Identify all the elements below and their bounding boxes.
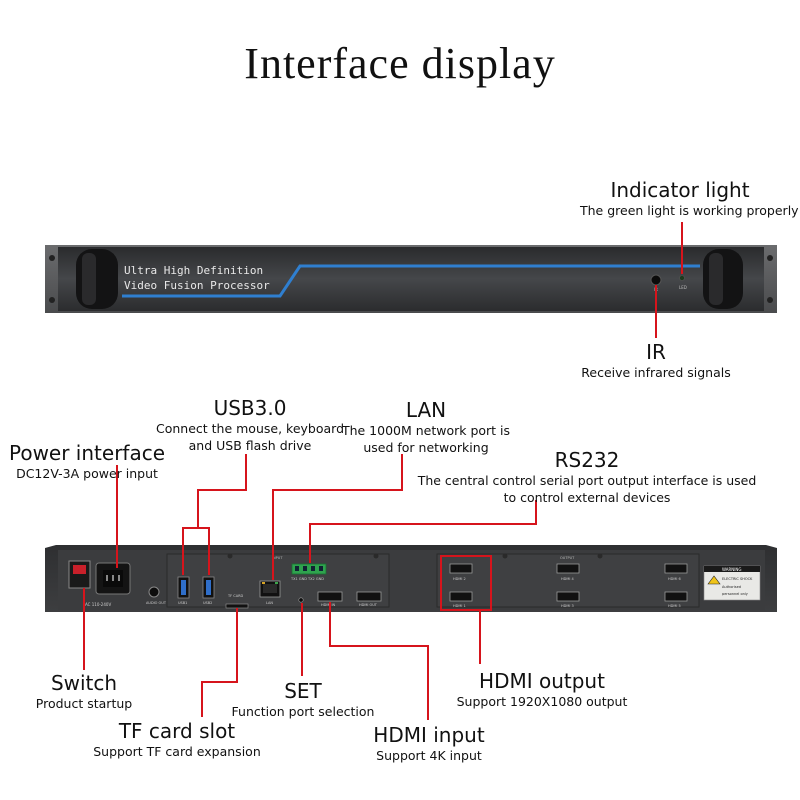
callout-desc: Product startup <box>35 696 133 711</box>
warning-line3: personnel only <box>722 592 748 596</box>
callout-lan: LAN The 1000M network port is used for n… <box>316 398 536 456</box>
callout-desc: DC12V-3A power input <box>16 466 158 481</box>
page-title: Interface display <box>244 39 556 88</box>
warning-line2: Authorised <box>722 585 741 589</box>
rs232-pin-labels: TX1 GND TX2 GND <box>290 577 324 581</box>
handle-highlight <box>709 253 723 305</box>
warning-title: WARNING <box>722 567 742 572</box>
out-port-label: HDMI 5 <box>668 604 681 608</box>
callout-desc: Support 4K input <box>376 748 482 763</box>
callout-title: HDMI output <box>479 669 605 693</box>
voltage-label: AC 110-240V <box>85 602 111 607</box>
handle-highlight <box>82 253 96 305</box>
callout-title: Indicator light <box>610 178 750 202</box>
hdmi-out-port-5 <box>664 591 688 602</box>
callout-hdmi-output: HDMI output Support 1920X1080 output <box>440 669 644 710</box>
callout-desc: Function port selection <box>231 704 375 719</box>
front-panel: Ultra High Definition Video Fusion Proce… <box>45 245 777 313</box>
callout-indicator-light: Indicator light The green light is worki… <box>580 178 799 219</box>
set-button <box>298 597 304 603</box>
rs232-leader <box>309 500 537 563</box>
callout-title: IR <box>646 340 666 364</box>
out-port-label: HDMI 3 <box>561 604 574 608</box>
front-text-line1: Ultra High Definition <box>124 264 263 277</box>
callout-title: SET <box>284 679 322 703</box>
callout-desc: Support 1920X1080 output <box>456 694 628 709</box>
rack-hole <box>767 255 773 261</box>
usb-leader-left <box>182 454 247 575</box>
audio-label: AUDIO OUT <box>146 601 167 605</box>
out-port-label: HDMI 2 <box>453 577 466 581</box>
hdmi-out-port-4 <box>556 563 580 574</box>
callout-desc: to control external devices <box>503 490 671 505</box>
front-text-line2: Video Fusion Processor <box>124 279 270 292</box>
hdmi-output-highlight <box>440 555 492 611</box>
hdmi-in-label: HDMI IN <box>321 603 336 607</box>
hdmi-input-leader <box>329 602 429 720</box>
callout-desc: Receive infrared signals <box>581 365 731 380</box>
callout-desc: used for networking <box>363 440 489 455</box>
callout-desc: and USB flash drive <box>188 438 312 453</box>
callout-power: Power interface DC12V-3A power input <box>4 441 170 482</box>
usb1-label: USB1 <box>178 601 187 605</box>
lan-label: LAN <box>266 601 273 605</box>
leader-lines <box>83 222 683 720</box>
callout-desc: Support TF card expansion <box>93 744 261 759</box>
tf-leader <box>201 608 238 717</box>
lan-leader <box>272 454 403 580</box>
warning-line1: ELECTRIC SHOCK <box>722 577 753 581</box>
callout-set: SET Function port selection <box>208 679 398 720</box>
callout-switch: Switch Product startup <box>14 671 154 712</box>
led-label: LED <box>679 285 687 290</box>
callout-title: RS232 <box>554 448 620 472</box>
input-label: INPUT <box>272 556 283 560</box>
audio-out-jack <box>148 586 160 598</box>
usb-leader-right <box>198 527 210 575</box>
hdmi-out-port-6 <box>664 563 688 574</box>
callout-desc: The 1000M network port is <box>341 423 511 438</box>
rack-hole <box>49 297 55 303</box>
switch-rocker <box>73 565 86 574</box>
front-face <box>58 247 764 311</box>
tf-label: TF CARD <box>227 594 244 598</box>
output-label: OUTPUT <box>560 556 575 560</box>
rs232-terminal <box>291 563 327 575</box>
callout-tf-card: TF card slot Support TF card expansion <box>86 719 268 760</box>
callout-rs232: RS232 The central control serial port ou… <box>386 448 788 506</box>
hdmi-out-port-2 <box>449 563 473 574</box>
hdmi-out-port-1 <box>449 591 473 602</box>
hdmi-out-port-3 <box>556 591 580 602</box>
hdmi-out-port <box>356 591 382 602</box>
rack-hole <box>49 255 55 261</box>
rear-panel: AC 110-240V AUDIO OUT INPUT USB1 USB2 TF… <box>45 545 777 612</box>
usb2-label: USB2 <box>203 601 212 605</box>
callout-title: USB3.0 <box>213 396 287 420</box>
warning-triangle-icon <box>707 575 721 585</box>
callout-desc: Connect the mouse, keyboard <box>155 421 345 436</box>
callout-ir: IR Receive infrared signals <box>556 340 756 381</box>
usb1-tongue <box>181 580 186 595</box>
ir-sensor <box>650 274 662 286</box>
out-port-label: HDMI 4 <box>561 577 574 581</box>
callout-title: Switch <box>50 671 118 695</box>
usb2-tongue <box>206 580 211 595</box>
callout-title: TF card slot <box>118 719 236 743</box>
input-board <box>166 553 390 608</box>
rack-hole <box>767 297 773 303</box>
tf-card-slot <box>225 603 249 609</box>
hdmi-out-label: HDMI OUT <box>359 603 378 607</box>
callout-title: HDMI input <box>373 723 485 747</box>
callout-desc: The green light is working properly <box>580 203 799 218</box>
out-port-label: HDMI 6 <box>668 577 681 581</box>
indicator-led <box>679 275 685 281</box>
callout-title: Power interface <box>8 441 166 465</box>
callout-title: LAN <box>405 398 447 422</box>
callout-hdmi-input: HDMI input Support 4K input <box>346 723 512 764</box>
callout-usb: USB3.0 Connect the mouse, keyboard and U… <box>140 396 360 454</box>
out-port-label: HDMI 1 <box>453 604 466 608</box>
hdmi-in-port <box>317 591 343 602</box>
callout-desc: The central control serial port output i… <box>417 473 757 488</box>
front-accent-line <box>122 264 700 298</box>
